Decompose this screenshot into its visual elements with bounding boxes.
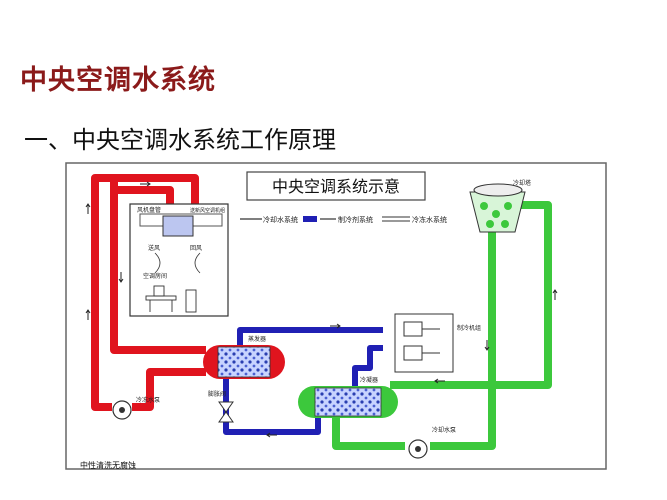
condenser <box>298 386 398 418</box>
arrow-up-icon <box>552 289 558 300</box>
legend-chilled-water: 冷冻水系统 <box>412 215 447 224</box>
flow-arrows <box>85 181 558 438</box>
supply-air-label: 送风 <box>148 244 160 252</box>
arrow-down-icon <box>118 272 124 283</box>
arrow-up-icon <box>85 309 91 320</box>
arrow-right-icon <box>330 323 341 329</box>
expansion-valve-icon <box>218 401 234 423</box>
arrow-right-icon <box>140 181 151 187</box>
legend: 冷却水系统 制冷剂系统 冷冻水系统 <box>240 215 447 224</box>
diagram-title: 中央空调系统示意 <box>272 177 400 196</box>
compressor-label: 制冷机组 <box>457 324 481 332</box>
cooling-tower-label: 冷却塔 <box>513 179 531 187</box>
chilled-pump-icon <box>112 400 132 420</box>
refrigerant-loop <box>223 327 383 435</box>
fan-coil-unit <box>162 215 194 237</box>
cooling-water-loop <box>332 201 552 450</box>
page-title: 中央空调水系统 <box>20 65 216 96</box>
arrow-left-icon <box>434 378 445 384</box>
arrow-up-icon <box>85 203 91 214</box>
fan-coil-label: 风机盘管 <box>137 206 161 214</box>
arrow-down-icon <box>484 340 490 351</box>
chilled-pump-label: 冷冻水泵 <box>136 396 160 404</box>
room-label: 空调房间 <box>143 272 167 280</box>
cooling-pump-label: 冷却水泵 <box>432 426 456 434</box>
evaporator-label: 蒸发器 <box>248 335 266 343</box>
section-title: 一、中央空调水系统工作原理 <box>24 126 336 154</box>
diagram-title-box <box>246 171 426 201</box>
arrow-left-icon <box>266 432 277 438</box>
compressor-unit <box>394 313 454 373</box>
return-air-label: 回风 <box>190 245 202 252</box>
cooling-pump-icon <box>408 439 428 459</box>
expansion-valve-label: 膨胀阀 <box>208 390 226 398</box>
legend-refrigerant: 制冷剂系统 <box>338 215 373 224</box>
cooling-tower <box>469 183 526 233</box>
duct-label: 送新风空调机组 <box>190 207 225 214</box>
condenser-label: 冷凝器 <box>360 376 378 384</box>
legend-cooling-water: 冷却水系统 <box>263 215 298 224</box>
footer-note: 中性清洗无腐蚀 <box>80 460 136 470</box>
room-furniture-icon <box>145 285 197 313</box>
evaporator <box>203 345 285 379</box>
